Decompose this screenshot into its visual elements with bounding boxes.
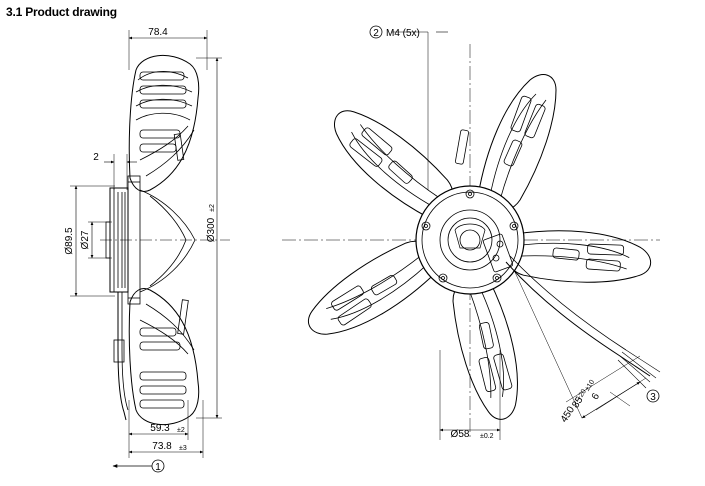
page-title: 3.1 Product drawing <box>6 5 117 19</box>
cable-dims: 6 <box>590 391 602 402</box>
dim-gap-label: 2 <box>93 152 99 163</box>
dim-inner-diameter-label: Ø27 <box>80 230 91 249</box>
cable-dim-6-label: 6 <box>590 391 602 402</box>
callout-circle-screw <box>369 25 383 39</box>
front-view <box>282 31 661 440</box>
dim-hub-diameter-tol: ±0.2 <box>480 433 494 440</box>
cable-dim-85-tol: ±10 <box>584 379 596 393</box>
screw-spec-label: M4 (5x) <box>386 28 420 39</box>
dim-width-label: 78.4 <box>148 27 168 38</box>
dim-outer-diameter-label: Ø89.5 <box>64 227 75 255</box>
callout-screw-label: 2 <box>373 28 379 39</box>
dim-fan-diameter: Ø300 ±2 <box>206 204 217 242</box>
callout-cable-label: 3 <box>650 392 656 403</box>
dim-depth1-label: 59.3 <box>150 423 170 434</box>
dim-depth2-tol: ±3 <box>179 445 187 452</box>
dim-fan-diameter-tol: ±2 <box>209 204 216 212</box>
dim-depth1-tol: ±2 <box>177 427 185 434</box>
dim-depth2-label: 73.8 <box>152 441 172 452</box>
callout-circle-airflow <box>151 459 165 473</box>
dim-hub-diameter-label: Ø58 <box>451 429 470 440</box>
dim-fan-diameter-label: Ø300 <box>206 217 217 242</box>
callout-circle-cable <box>646 389 660 403</box>
side-view <box>70 30 230 468</box>
callout-airflow-label: 1 <box>155 462 161 473</box>
